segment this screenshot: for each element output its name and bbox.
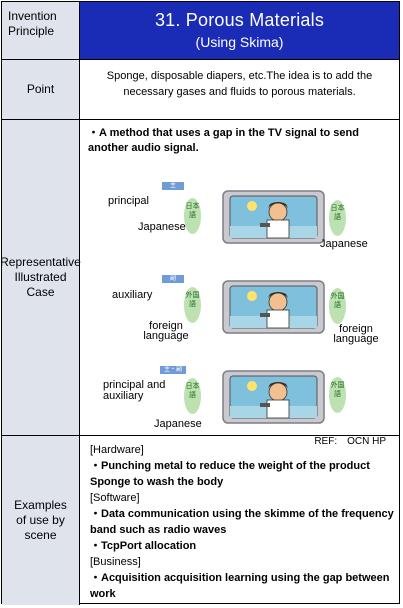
tv-illustration [222, 280, 325, 334]
principle-subtitle: (Using Skima) [195, 34, 284, 50]
example-item: ・Acquisition acquisition learning using … [90, 572, 390, 600]
speech-bubble-left: 外国語 [184, 287, 201, 323]
point-label: Point [2, 60, 80, 119]
case-row: Representative Illustrated Case ・A metho… [0, 120, 399, 447]
diagram-tag: 主 [162, 182, 184, 190]
diagram-tag: 副 [162, 275, 184, 283]
examples-row: Examples of use by scene [Hardware] ・Pun… [2, 436, 399, 605]
category-hardware: [Hardware] [90, 444, 144, 456]
examples-list: [Hardware] ・Punching metal to reduce the… [90, 442, 395, 602]
tv-illustration [222, 370, 325, 424]
left-label: auxiliary [112, 289, 153, 301]
left-label: principal and auxiliary [103, 379, 166, 402]
speech-bubble-left: 日本語 [184, 378, 201, 414]
label-line-2: Principle [8, 24, 55, 38]
reference-note: REF: OCN HP [314, 436, 386, 447]
inner-label: Japanese [138, 221, 186, 233]
point-text: Sponge, disposable diapers, etc.The idea… [106, 70, 373, 98]
tv-illustration [222, 190, 325, 244]
category-software: [Software] [90, 492, 140, 504]
right-label: Japanese [320, 238, 368, 250]
left-label: principal [108, 195, 149, 207]
bottom-label: Japanese [154, 418, 202, 430]
speech-bubble-right: 外国語 [329, 288, 346, 324]
inner-label: foreign language [143, 320, 189, 342]
example-item: ・TcpPort allocation [90, 540, 197, 552]
point-row: Point Sponge, disposable diapers, etc.Th… [2, 60, 399, 120]
diagram-tag: 主・副 [160, 366, 186, 374]
category-business: [Business] [90, 556, 141, 568]
speech-bubble-left: 日本語 [184, 198, 201, 234]
case-label: Representative Illustrated Case [0, 120, 81, 435]
examples-content: [Hardware] ・Punching metal to reduce the… [80, 436, 399, 605]
example-item: ・Punching metal to reduce the weight of … [90, 460, 370, 472]
speech-bubble-right: 外国語 [329, 377, 346, 413]
speech-bubble-right: 日本語 [329, 200, 346, 236]
example-item: ・Data communication using the skimme of … [90, 508, 394, 536]
right-label: foreign language [333, 323, 379, 345]
case-content: ・A method that uses a gap in the TV sign… [80, 120, 399, 447]
method-description: ・A method that uses a gap in the TV sign… [88, 127, 359, 154]
principle-title: 31. Porous Materials [154, 10, 325, 30]
example-item: Sponge to wash the body [90, 476, 224, 488]
examples-label: Examples of use by scene [2, 436, 80, 605]
title-banner: 31. Porous Materials (Using Skima) [80, 2, 399, 59]
label-line-1: Invention [8, 9, 57, 23]
